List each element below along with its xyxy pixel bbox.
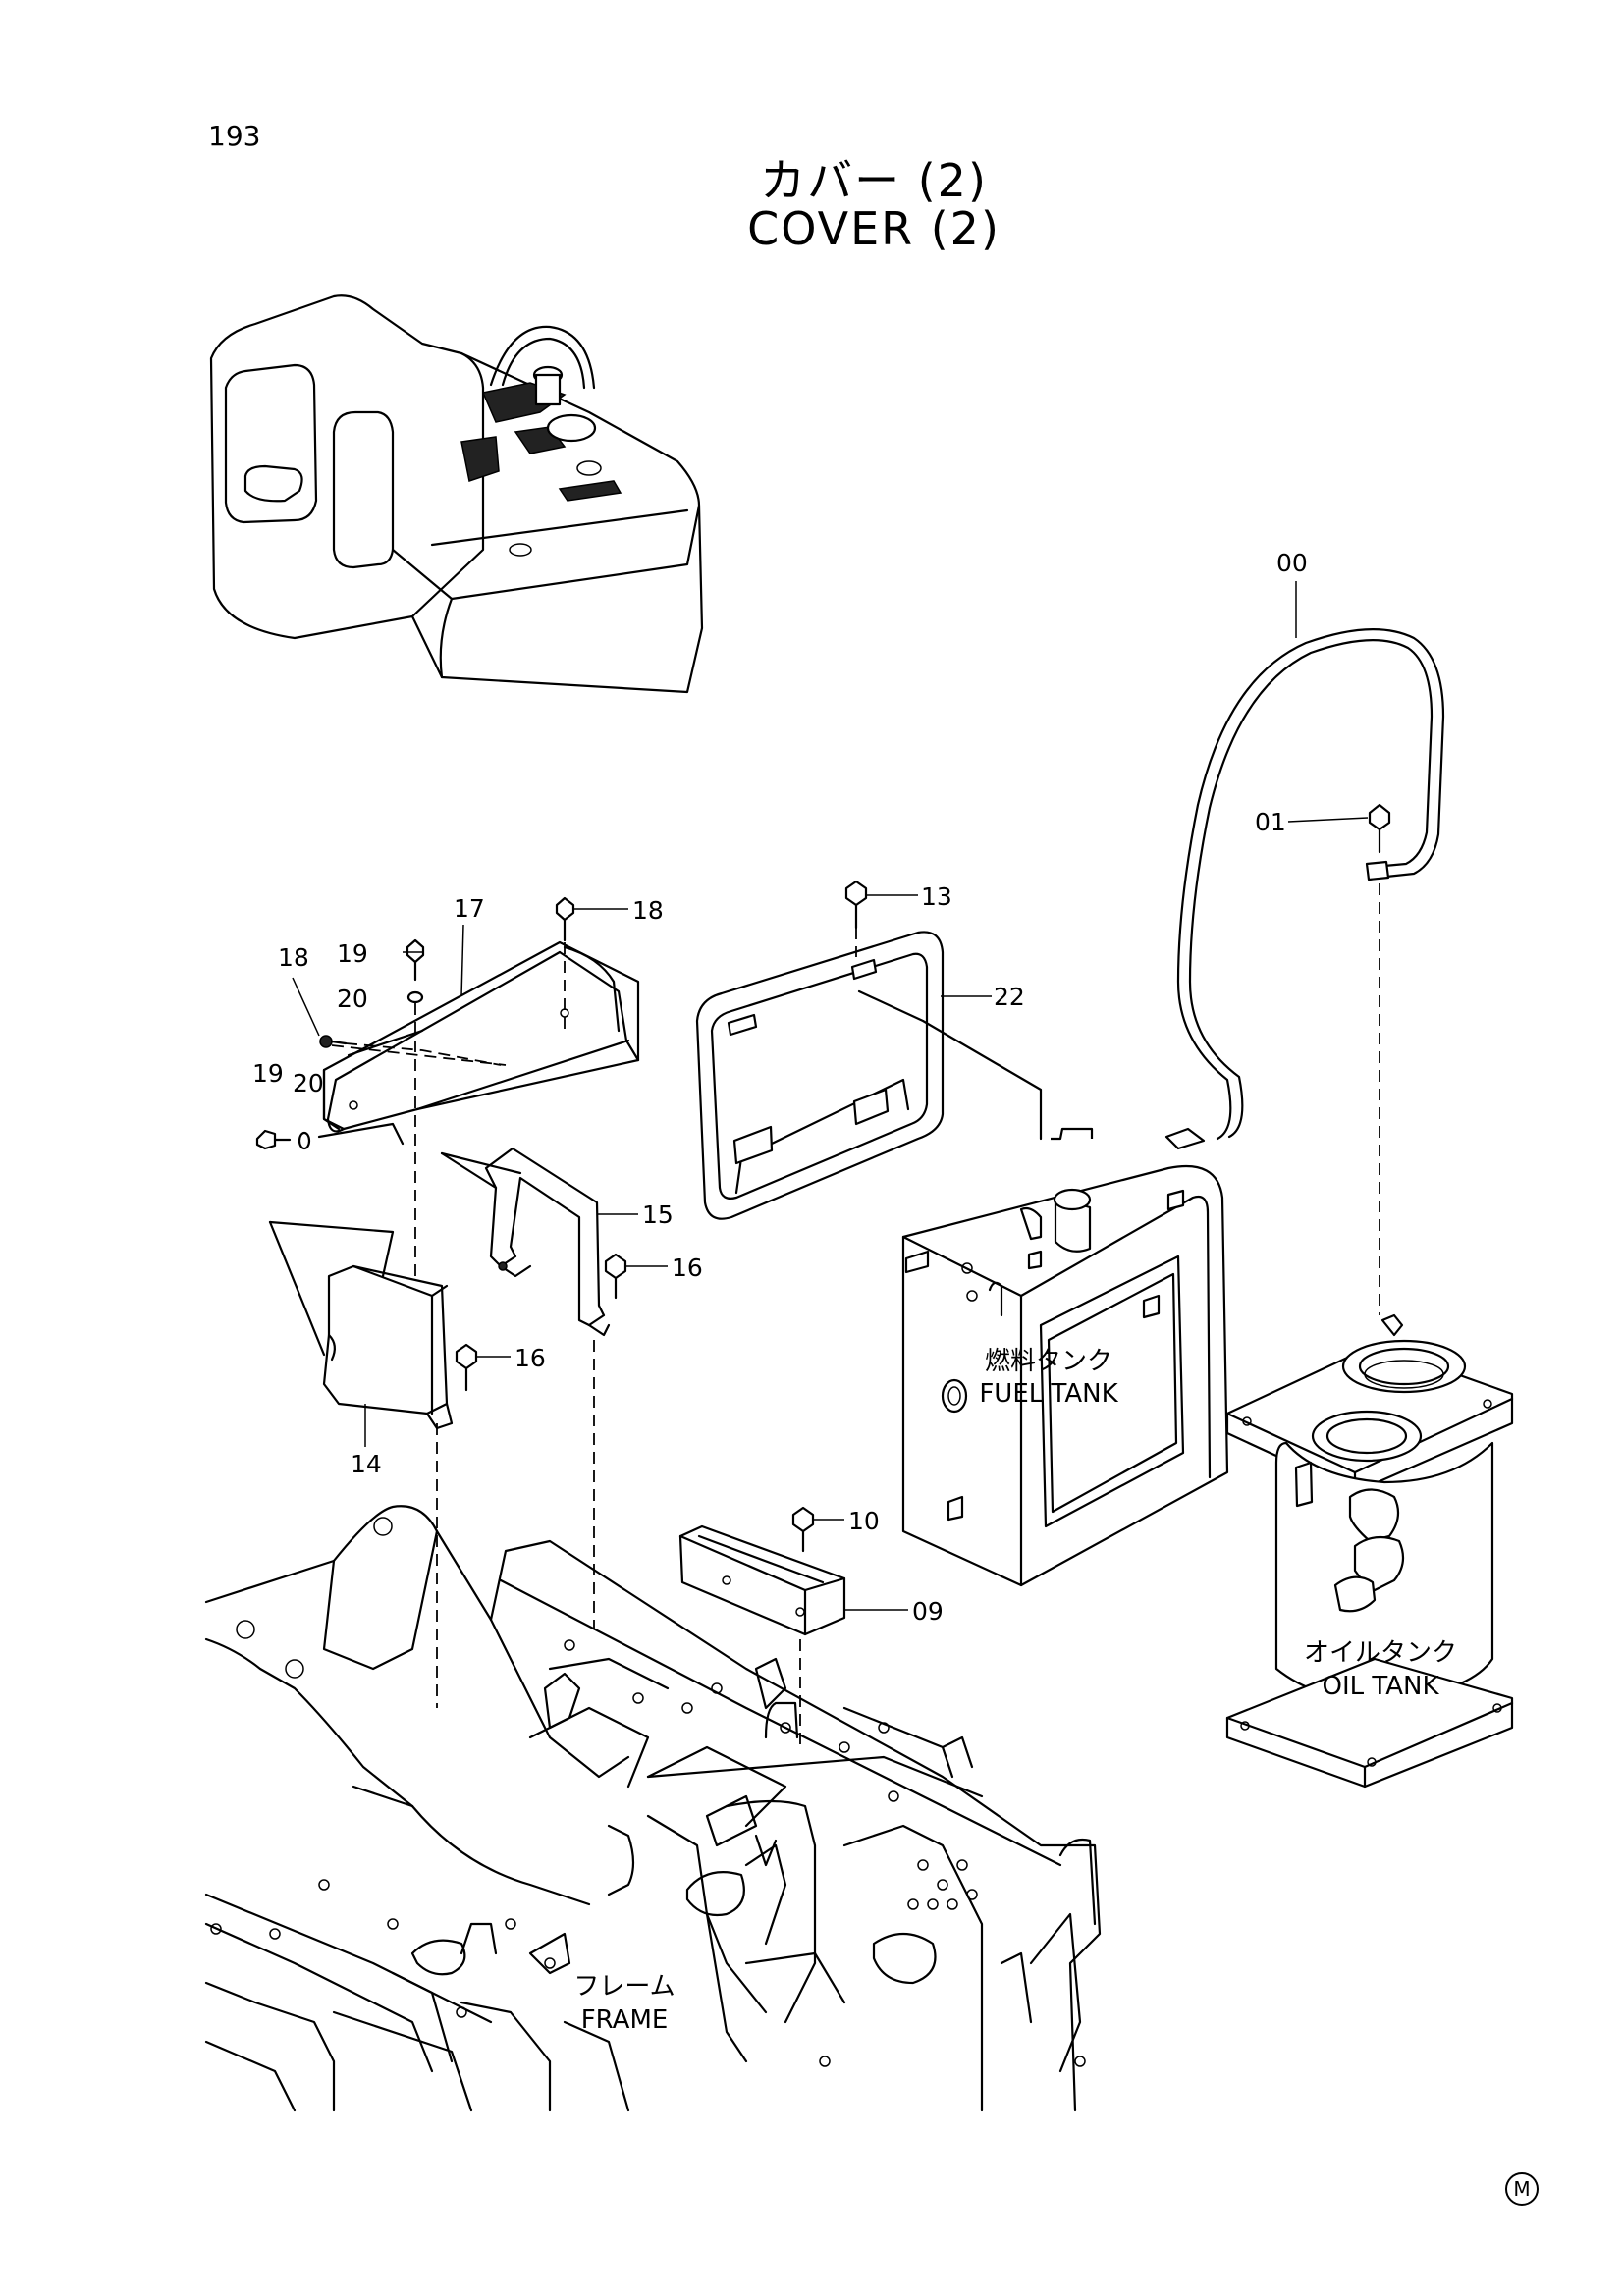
callout-19-upper: 19 [337,939,368,968]
box-14 [322,1264,454,1430]
assembly-lines [268,883,1380,1747]
bolts [255,803,1391,1553]
page-title-english: COVER (2) [747,202,1001,255]
leader-lines [292,581,1369,1611]
callout-10: 10 [848,1507,880,1535]
component-labels: 燃料タンク FUEL TANK オイルタンク OIL TANK フレーム FRA… [573,1347,1457,2035]
callout-20-upper: 20 [337,985,368,1013]
frame-label-jp: フレーム [573,1972,675,2002]
callout-13: 13 [921,882,952,911]
callout-15: 15 [642,1201,674,1229]
oil-tank [1225,1313,1514,1789]
oil-tank-label-en: OIL TANK [1322,1672,1439,1701]
page-number: 193 [208,120,261,152]
callout-00: 00 [1276,549,1308,577]
callout-22: 22 [994,983,1025,1011]
fuel-tank-label-en: FUEL TANK [979,1379,1118,1409]
callout-19-left: 19 [252,1059,284,1088]
corner-mark: M [1505,2172,1539,2206]
callout-16-right: 16 [672,1254,703,1282]
callout-14: 14 [351,1450,382,1478]
callout-20-left: 20 [293,1069,324,1097]
callout-01: 01 [1255,808,1286,836]
page-title-japanese: カバー (2) [760,154,988,207]
pipe-00 [1164,628,1445,1150]
callout-labels: 00 01 13 18 17 18 19 20 19 20 22 15 16 1… [252,549,1308,1626]
oil-tank-label-jp: オイルタンク [1304,1638,1457,1668]
callout-18-left: 18 [278,943,309,972]
guard-frame-22 [695,931,945,1220]
box-09 [678,1524,846,1636]
frame-label-en: FRAME [581,2005,669,2035]
fuel-tank [901,1127,1229,1587]
machine-overview [209,294,704,694]
callout-09: 09 [912,1597,944,1626]
bracket-15 [484,1147,611,1337]
callout-17: 17 [454,894,485,923]
callout-16-left: 16 [514,1344,546,1372]
cover-17 [322,940,640,1133]
fuel-tank-label-jp: 燃料タンク [985,1347,1112,1376]
frame [204,1505,1102,2112]
callout-18-top: 18 [632,896,664,925]
